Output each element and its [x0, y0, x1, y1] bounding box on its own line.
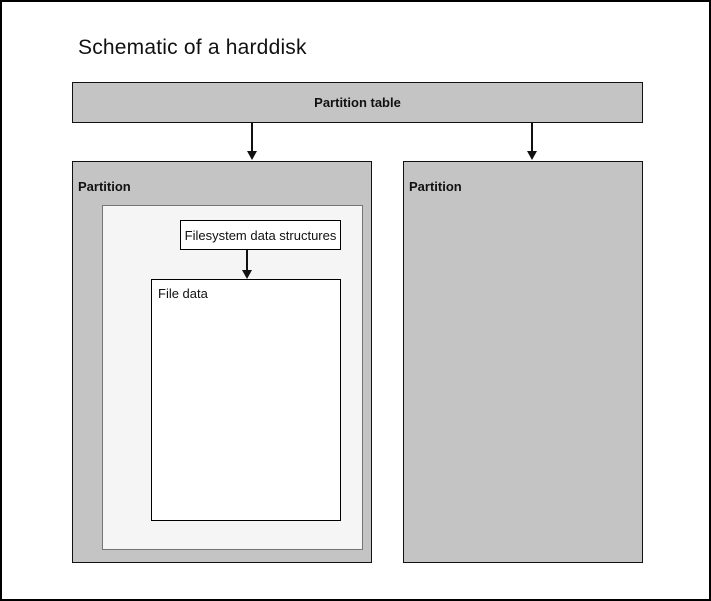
arrow-head [527, 151, 537, 160]
left-partition-label: Partition [78, 179, 131, 194]
filesystem-area: Filesystem data structures File data [102, 205, 363, 550]
partition-table-box: Partition table [72, 82, 643, 123]
arrow-head [242, 270, 252, 279]
arrow-down-icon [527, 123, 537, 160]
right-partition-box: Partition [403, 161, 643, 563]
arrow-head [247, 151, 257, 160]
filesystem-data-structures-label: Filesystem data structures [184, 227, 337, 243]
file-data-box: File data [151, 279, 341, 521]
arrow-down-icon [247, 123, 257, 160]
left-partition-box: Partition Filesystem data structures Fil… [72, 161, 372, 563]
right-partition-label: Partition [409, 179, 462, 194]
arrow-shaft [531, 123, 533, 151]
arrow-shaft [246, 250, 248, 270]
arrow-shaft [251, 123, 253, 151]
file-data-label: File data [158, 286, 208, 301]
filesystem-data-structures-box: Filesystem data structures [180, 220, 341, 250]
partition-table-label: Partition table [314, 95, 401, 110]
diagram-title: Schematic of a harddisk [78, 36, 307, 59]
arrow-down-icon [242, 250, 252, 279]
